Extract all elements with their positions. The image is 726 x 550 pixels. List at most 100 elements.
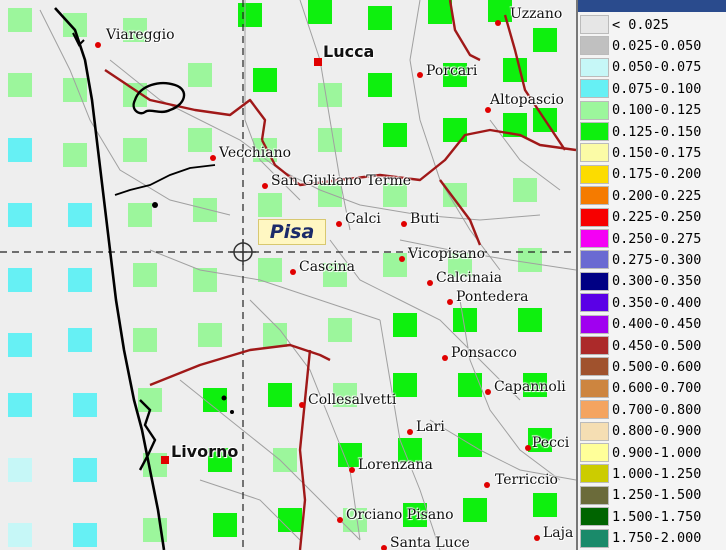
grid-cell	[68, 203, 92, 227]
grid-cell	[273, 448, 297, 472]
legend-label: 1.250-1.500	[612, 487, 702, 504]
legend-item: 0.275-0.300	[580, 249, 701, 270]
legend-swatch	[580, 336, 609, 355]
road-line	[329, 239, 521, 401]
crosshair-icon[interactable]	[230, 239, 256, 265]
legend-swatch	[580, 421, 609, 441]
grid-cell	[333, 383, 357, 407]
grid-cell	[123, 138, 147, 162]
grid-cell	[128, 203, 152, 227]
road-line	[39, 9, 231, 216]
town-marker	[349, 467, 355, 473]
grid-cell	[258, 258, 282, 282]
town-marker	[262, 183, 268, 189]
legend-label: 0.025-0.050	[612, 37, 702, 54]
grid-cell	[278, 508, 302, 532]
grid-cell	[318, 83, 342, 107]
grid-cell	[8, 203, 32, 227]
grid-cell	[238, 3, 262, 27]
grid-cell	[63, 143, 87, 167]
legend-swatch	[580, 57, 609, 77]
grid-cell	[443, 63, 467, 87]
town-marker	[442, 355, 448, 361]
legend-swatch	[580, 122, 609, 141]
islet	[230, 410, 234, 414]
town-marker	[427, 280, 433, 286]
grid-cell	[188, 128, 212, 152]
town-label: Pecci	[532, 435, 570, 451]
grid-cell	[523, 373, 547, 397]
town-marker	[534, 535, 540, 541]
town-label: Altopascio	[490, 92, 564, 108]
road-line	[249, 299, 361, 541]
town-label: San Giuliano Terme	[271, 173, 412, 189]
grid-cell	[443, 183, 467, 207]
legend-item: 1.000-1.250	[580, 463, 701, 484]
legend-item: 0.400-0.450	[580, 314, 701, 335]
grid-cell	[73, 458, 97, 482]
town-label: Vecchiano	[219, 145, 292, 161]
grid-cell	[8, 73, 32, 97]
town-marker	[299, 402, 305, 408]
grid-cell	[503, 58, 527, 82]
legend-label: 0.075-0.100	[612, 80, 702, 97]
grid-cell	[328, 318, 352, 342]
grid-cell	[193, 268, 217, 292]
legend-item: 0.050-0.075	[580, 57, 701, 78]
legend-label: < 0.025	[612, 16, 669, 33]
grid-cell	[533, 28, 557, 52]
town-marker	[161, 456, 169, 464]
legend-label: 1.000-1.250	[612, 465, 702, 482]
legend-label: 0.175-0.200	[612, 166, 702, 183]
legend-label: 0.275-0.300	[612, 251, 702, 268]
grid-cell	[463, 498, 487, 522]
legend-item: 0.800-0.900	[580, 421, 701, 442]
road-line	[379, 319, 441, 550]
legend-label: 0.225-0.250	[612, 209, 702, 226]
legend-label: 0.200-0.225	[612, 187, 702, 204]
legend-item: 0.250-0.275	[580, 228, 701, 249]
legend-item: 0.100-0.125	[580, 100, 701, 121]
boundary-line	[104, 69, 267, 141]
grid-cell	[383, 123, 407, 147]
boundary-line	[149, 343, 331, 387]
town-label: Vicopisano	[408, 246, 486, 262]
legend-swatch	[580, 164, 609, 184]
legend-swatch	[580, 400, 609, 420]
grid-cell	[133, 328, 157, 352]
grid-cell	[8, 523, 32, 547]
grid-cell	[68, 268, 92, 292]
town-label: Lari	[416, 419, 445, 435]
legend-swatch	[580, 485, 609, 505]
boundary-line	[503, 14, 566, 151]
grid-cell	[138, 388, 162, 412]
town-label: Buti	[410, 211, 440, 227]
town-label: Viareggio	[106, 27, 175, 43]
town-marker	[336, 221, 342, 227]
grid-cell	[428, 0, 452, 24]
grid-cell	[528, 428, 552, 452]
legend-label: 0.250-0.275	[612, 230, 702, 247]
town-marker	[399, 256, 405, 262]
river-line	[114, 164, 216, 196]
legend-label: 0.350-0.400	[612, 294, 702, 311]
grid-cell	[318, 183, 342, 207]
legend-swatch	[580, 186, 609, 206]
legend-label: 0.900-1.000	[612, 444, 702, 461]
town-label: Pontedera	[456, 289, 529, 305]
selected-location-label[interactable]: Pisa	[258, 219, 326, 245]
legend-label: 0.500-0.600	[612, 358, 702, 375]
legend-label: 0.100-0.125	[612, 102, 702, 119]
grid-cell	[323, 263, 347, 287]
legend-item: 0.150-0.175	[580, 142, 701, 163]
legend-swatch	[580, 15, 609, 34]
legend-item: 0.225-0.250	[580, 207, 701, 228]
legend-item: 0.300-0.350	[580, 271, 701, 292]
legend-swatch	[580, 143, 609, 163]
town-label: Santa Luce	[390, 535, 470, 550]
legend-item: 0.175-0.200	[580, 164, 701, 185]
legend-item: 0.350-0.400	[580, 292, 701, 313]
town-marker	[417, 72, 423, 78]
town-label: Livorno	[171, 442, 239, 461]
